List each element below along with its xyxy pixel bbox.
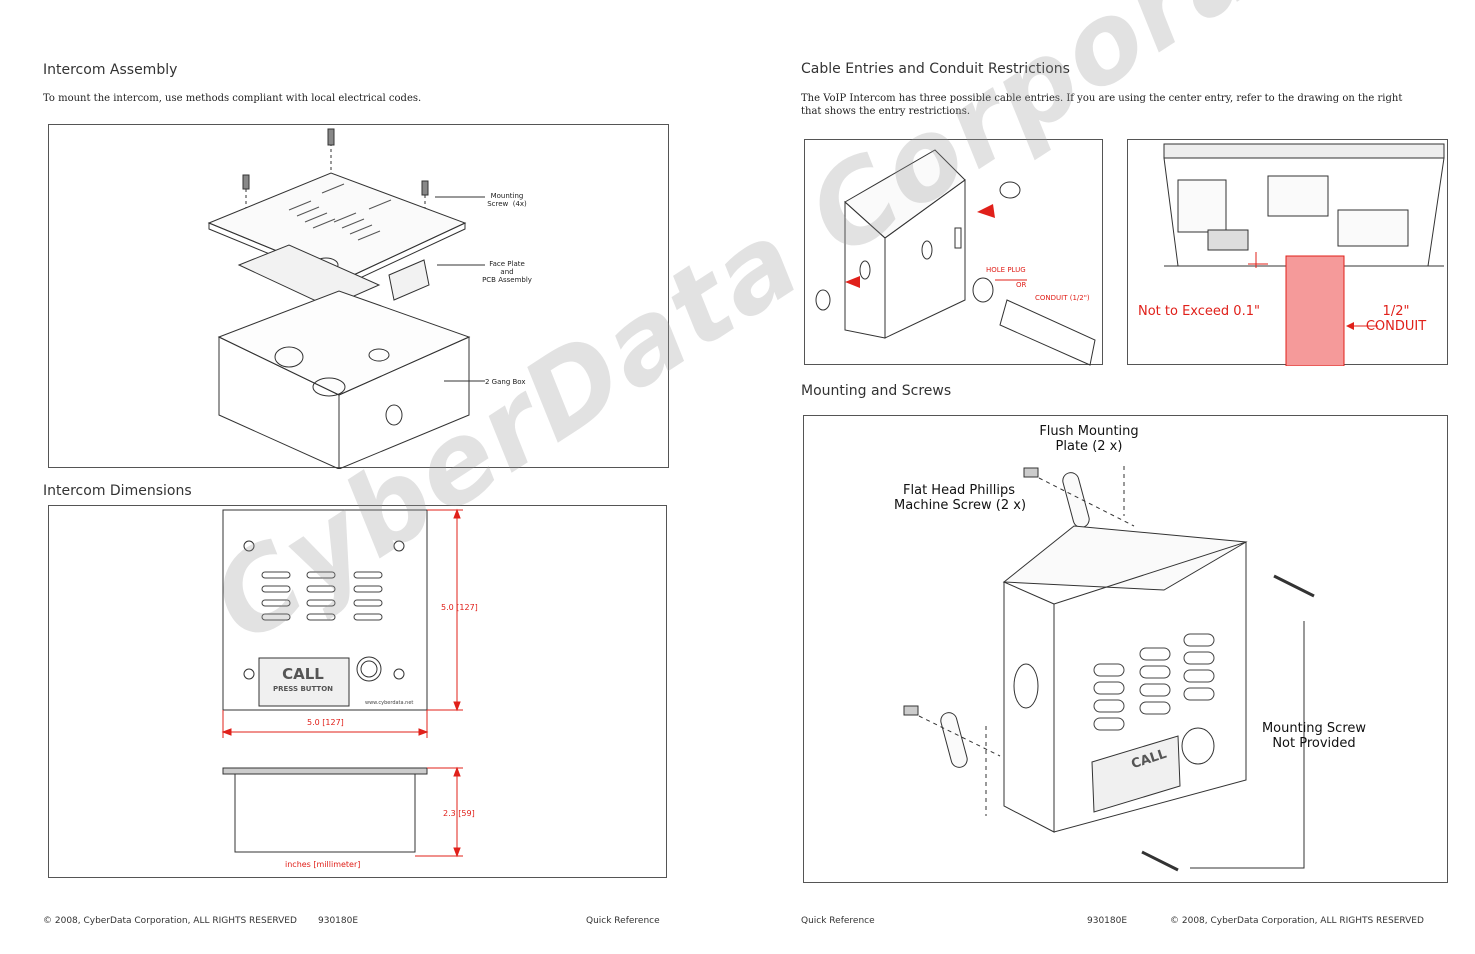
left-footer-doc: 930180E <box>318 916 359 926</box>
dim-width: 5.0 [127] <box>307 718 344 727</box>
flat-head-screw-label: Flat Head Phillips Machine Screw (2 x) <box>894 483 1027 513</box>
right-footer-ref: Quick Reference <box>801 916 875 926</box>
assembly-title: Intercom Assembly <box>43 62 178 78</box>
label-mounting-screw: Mounting Screw (4x) <box>487 192 527 208</box>
cable-description: The VoIP Intercom has three possible cab… <box>801 93 1403 117</box>
assembly-figure: Mounting Screw (4x) Face Plate and PCB A… <box>48 124 669 469</box>
left-footer-copyright: © 2008, CyberData Corporation, ALL RIGHT… <box>43 916 297 926</box>
product-press-text: PRESS BUTTON <box>272 685 334 693</box>
hole-plug-label: HOLE PLUG <box>986 266 1026 274</box>
dimension-drawing <box>221 508 463 858</box>
mounting-title: Mounting and Screws <box>801 383 952 399</box>
cable-entries-figure: HOLE PLUG OR CONDUIT (1/2") <box>804 139 1103 366</box>
conduit-small-label: CONDUIT (1/2") <box>1035 294 1090 302</box>
left-footer-ref: Quick Reference <box>586 916 660 926</box>
conduit-restriction-figure: Not to Exceed 0.1" 1/2" CONDUIT <box>1127 139 1448 366</box>
dimensions-title: Intercom Dimensions <box>43 483 192 499</box>
label-gang-box: 2 Gang Box <box>485 378 526 386</box>
right-footer-doc: 930180E <box>1087 916 1128 926</box>
dimensions-figure: CALL PRESS BUTTON www.cyberdata.net 5.0 … <box>48 505 667 878</box>
assembly-description: To mount the intercom, use methods compl… <box>43 93 422 104</box>
product-call-text: CALL <box>282 665 324 683</box>
exploded-assembly-drawing <box>207 128 485 469</box>
flush-plate-label: Flush Mounting Plate (2 x) <box>1039 424 1139 454</box>
conduit-big-label: 1/2" CONDUIT <box>1365 304 1427 334</box>
dim-height: 5.0 [127] <box>441 603 478 612</box>
dim-units: inches [millimeter] <box>285 860 361 869</box>
mounting-drawing <box>903 466 1315 872</box>
right-footer-copyright: © 2008, CyberData Corporation, ALL RIGHT… <box>1170 916 1424 926</box>
mounting-figure: CALL Flush Mounting Plate (2 x) Flat Hea… <box>803 415 1448 883</box>
mounting-screw-label: Mounting Screw Not Provided <box>1261 721 1367 751</box>
label-face-plate: Face Plate and PCB Assembly <box>482 260 532 284</box>
not-exceed-label: Not to Exceed 0.1" <box>1138 304 1260 319</box>
cable-title: Cable Entries and Conduit Restrictions <box>801 61 1070 77</box>
cable-entries-drawing <box>815 149 1096 366</box>
conduit-section-drawing <box>1163 143 1445 366</box>
product-url-text: www.cyberdata.net <box>365 700 414 706</box>
or-label: OR <box>1016 281 1027 289</box>
dim-depth: 2.3 [59] <box>443 809 475 818</box>
